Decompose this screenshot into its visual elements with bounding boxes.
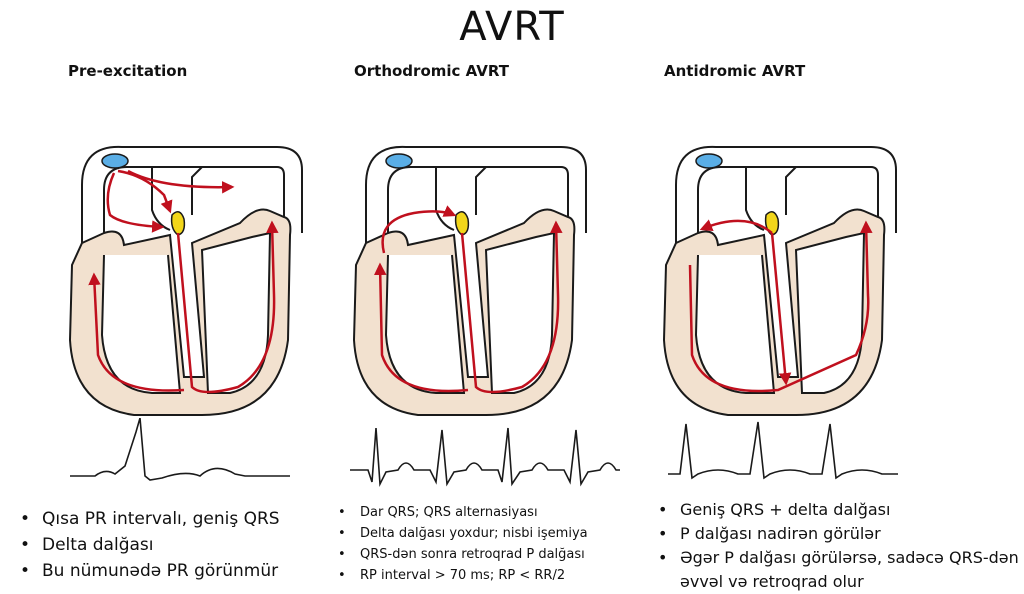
bullet-item-continuation: əvvəl və retroqrad olur (680, 572, 864, 591)
bullet-item: RP interval > 70 ms; RP < RR/2 (334, 565, 588, 586)
heart-diagram-orthodromic (353, 145, 587, 416)
bullet-list-pre-excitation: Qısa PR intervalı, geniş QRS Delta dalğa… (16, 506, 280, 584)
bullet-item: Qısa PR intervalı, geniş QRS (16, 506, 280, 532)
bullet-item: Delta dalğası yoxdur; nisbi işemiya (334, 523, 588, 544)
page-title: AVRT (459, 4, 565, 50)
heart-diagram-antidromic (663, 145, 897, 416)
ecg-trace-antidromic (668, 421, 898, 480)
ecg-trace-pre-excitation (70, 418, 290, 481)
heart-diagram-pre-excitation (69, 145, 303, 416)
conduction-arrow (688, 219, 873, 393)
bullet-item: P dalğası nadirən görülər (654, 522, 1019, 546)
bullet-item: QRS-dən sonra retroqrad P dalğası (334, 544, 588, 565)
bullet-item: Delta dalğası (16, 532, 280, 558)
bullet-item: Geniş QRS + delta dalğası (654, 498, 1019, 522)
conduction-arrow (88, 169, 279, 394)
bullet-list-antidromic: Geniş QRS + delta dalğası P dalğası nadi… (654, 498, 1019, 594)
panel-title-pre-excitation: Pre-excitation (68, 62, 188, 80)
panel-title-antidromic: Antidromic AVRT (664, 62, 806, 80)
panel-title-orthodromic: Orthodromic AVRT (354, 62, 509, 80)
ecg-trace-orthodromic (350, 427, 620, 487)
conduction-arrow (373, 205, 563, 394)
bullet-list-orthodromic: Dar QRS; QRS alternasiyası Delta dalğası… (334, 502, 588, 586)
bullet-item: Dar QRS; QRS alternasiyası (334, 502, 588, 523)
bullet-item: Bu nümunədə PR görünmür (16, 558, 280, 584)
bullet-item: Əgər P dalğası görülərsə, sadəcə QRS-dən (654, 546, 1019, 570)
